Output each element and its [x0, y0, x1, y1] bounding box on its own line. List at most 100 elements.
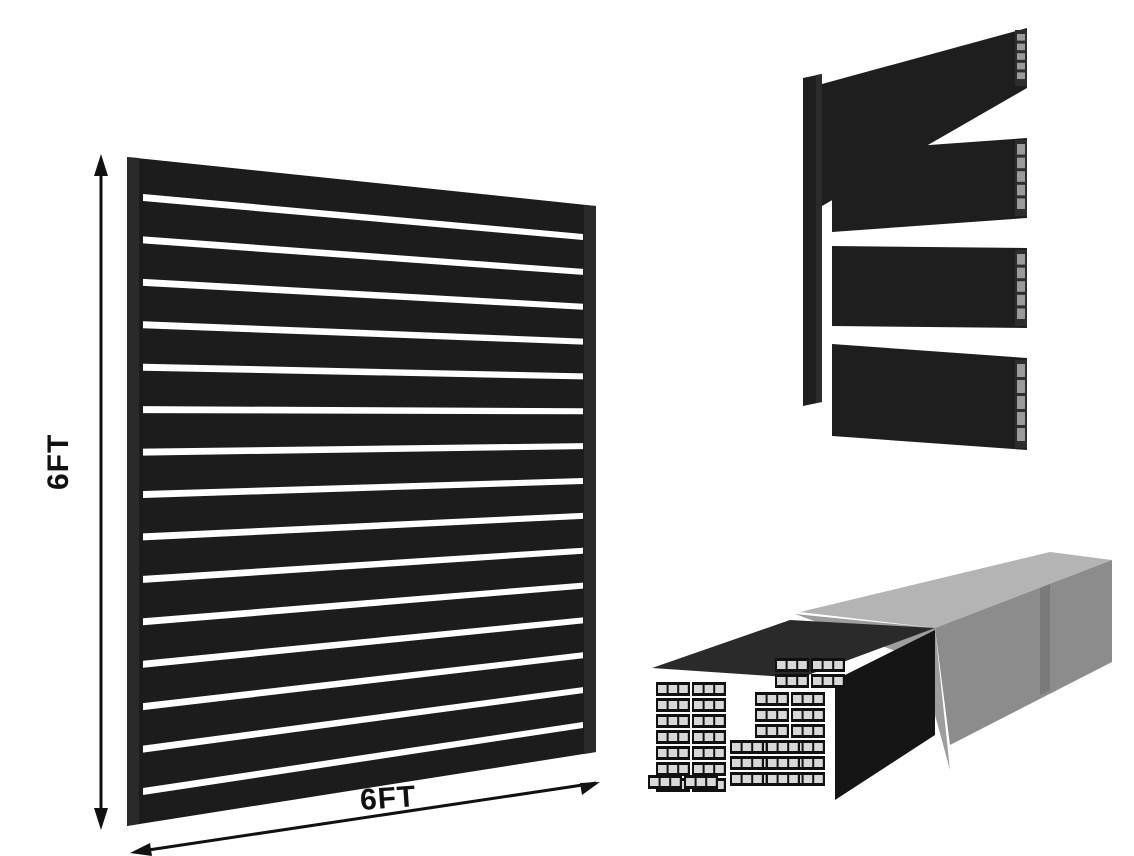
- detail-slat-cell: [1017, 53, 1025, 60]
- slat-gap: [143, 478, 583, 498]
- profile-cell: [803, 711, 813, 719]
- detail-post-face: [816, 74, 822, 403]
- detail-slat-cell: [1017, 396, 1025, 409]
- profile-cell: [658, 685, 667, 693]
- slat-gap: [143, 321, 583, 345]
- profile-cell: [798, 661, 807, 669]
- profile-cell: [715, 733, 724, 741]
- profile-cell: [679, 733, 688, 741]
- profile-cell: [704, 765, 714, 773]
- slat-gap: [143, 512, 583, 541]
- profile-cell: [660, 778, 670, 786]
- profile-cell: [798, 677, 807, 685]
- profile-cell: [778, 743, 788, 751]
- slat-gap: [143, 687, 583, 753]
- profile-cell: [668, 749, 678, 757]
- profile-cell: [767, 695, 777, 703]
- profile-cell: [753, 775, 762, 783]
- profile-cell: [686, 778, 695, 786]
- profile-cell: [793, 727, 802, 735]
- detail-slat: [832, 246, 1027, 328]
- profile-cell: [658, 765, 667, 773]
- profile-cell: [704, 717, 714, 725]
- profile-cell: [768, 743, 777, 751]
- detail-slat-cell: [1017, 171, 1025, 182]
- profile-cell: [777, 661, 786, 669]
- profile-cell: [694, 717, 703, 725]
- profile-cell: [668, 685, 678, 693]
- profile-cell: [694, 685, 703, 693]
- panel-slat-gaps: [143, 194, 583, 795]
- detail-slat-cell: [1017, 267, 1025, 279]
- profile-cell: [679, 717, 688, 725]
- detail-slat: [832, 344, 1027, 450]
- profile-cell: [814, 711, 823, 719]
- profile-cell: [694, 733, 703, 741]
- profile-cell: [715, 685, 724, 693]
- detail-slat-cell: [1017, 62, 1025, 70]
- profile-cell: [707, 778, 716, 786]
- profile-cell: [793, 711, 802, 719]
- profile-cell: [715, 749, 724, 757]
- profile-cell: [814, 775, 823, 783]
- profile-cell: [658, 749, 667, 757]
- profile-cell: [814, 695, 823, 703]
- detail-slat-cell: [1017, 184, 1025, 196]
- detail-slat-cell: [1017, 428, 1025, 441]
- profile-cell: [814, 759, 823, 767]
- profile-cell: [813, 661, 822, 669]
- profile-cell: [650, 778, 659, 786]
- profile-cell: [704, 685, 714, 693]
- profile-cell: [704, 733, 714, 741]
- profile-cell: [679, 749, 688, 757]
- profile-cell: [823, 677, 833, 685]
- profile-cell: [658, 701, 667, 709]
- profile-cell: [696, 778, 706, 786]
- detail-slat-cell: [1017, 380, 1025, 393]
- detail-slat-cell: [1017, 281, 1025, 292]
- profile-cell: [668, 701, 678, 709]
- profile-cell: [803, 775, 813, 783]
- profile-cell: [768, 775, 777, 783]
- profile-cell: [767, 727, 777, 735]
- width-dimension-label: 6FT: [358, 780, 418, 817]
- profile-cell: [777, 677, 786, 685]
- profile-cell: [715, 781, 724, 789]
- box-side: [935, 560, 1112, 745]
- detail-slat-cell: [1017, 144, 1025, 155]
- profile-cell: [778, 775, 788, 783]
- detail-slat-cell: [1017, 294, 1025, 306]
- profile-cell: [742, 775, 752, 783]
- bundle-side: [835, 630, 935, 800]
- profile-cell: [803, 727, 813, 735]
- slat-gap: [143, 652, 583, 711]
- profile-cell: [813, 677, 822, 685]
- panel-body: [127, 157, 596, 826]
- profile-cell: [823, 661, 833, 669]
- profile-cell: [694, 765, 703, 773]
- profile-cell: [778, 727, 787, 735]
- detail-slat-cell: [1017, 198, 1025, 209]
- slat-gap: [143, 582, 583, 626]
- height-dimension-label: 6FT: [42, 433, 75, 490]
- profile-cell: [668, 733, 678, 741]
- profile-cell: [757, 711, 766, 719]
- profile-cell: [694, 749, 703, 757]
- detail-slat-cell: [1017, 412, 1025, 425]
- profile-cell: [679, 701, 688, 709]
- profile-cell: [715, 717, 724, 725]
- profile-cell: [757, 695, 766, 703]
- profile-cell: [658, 717, 667, 725]
- profile-cell: [787, 677, 797, 685]
- profile-cell: [778, 759, 788, 767]
- detail-slat-cell: [1017, 72, 1025, 79]
- profile-cell: [742, 743, 752, 751]
- left-post: [127, 157, 139, 826]
- profile-cell: [834, 661, 843, 669]
- profile-cell: [793, 695, 802, 703]
- packaged-slat-bundle: [648, 552, 1112, 800]
- profile-cell: [732, 759, 741, 767]
- profile-cell: [803, 695, 813, 703]
- profile-cell: [679, 781, 688, 789]
